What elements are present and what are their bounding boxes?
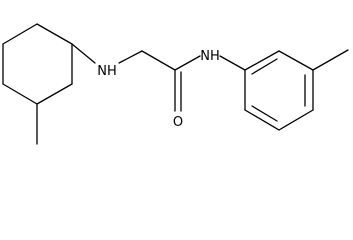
bond-carbonyl-amide bbox=[174, 55, 201, 71]
bond-benzene-2 bbox=[278, 50, 314, 71]
bond-ring-1 bbox=[2, 23, 38, 45]
amide-nitrogen-label: NH bbox=[200, 49, 220, 64]
bond-ring-2 bbox=[36, 23, 73, 45]
bond-ring-4 bbox=[36, 83, 73, 105]
molecule-canvas: NH NH O bbox=[2, 23, 349, 145]
oxygen-label: O bbox=[173, 115, 183, 130]
bond-benzene-inner-3 bbox=[251, 105, 278, 122]
bond-benzene-4 bbox=[278, 109, 314, 131]
bond-benzene-5 bbox=[244, 109, 280, 131]
bond-benzene-1 bbox=[244, 50, 280, 71]
molecule-structure: NH NH O bbox=[2, 23, 349, 145]
bond-ch2-carbonyl bbox=[141, 50, 176, 71]
bond-benzene-inner-1 bbox=[251, 58, 278, 75]
cyclohexane-ring bbox=[2, 23, 73, 105]
bond-amide-phenyl bbox=[219, 55, 246, 71]
bond-ring-5 bbox=[2, 83, 38, 105]
amine-nitrogen-label: NH bbox=[97, 64, 117, 79]
bond-benzene-methyl bbox=[312, 49, 349, 71]
bond-ring-amine bbox=[71, 43, 96, 64]
bond-amine-ch2 bbox=[118, 50, 143, 64]
benzene-ring bbox=[244, 50, 314, 131]
